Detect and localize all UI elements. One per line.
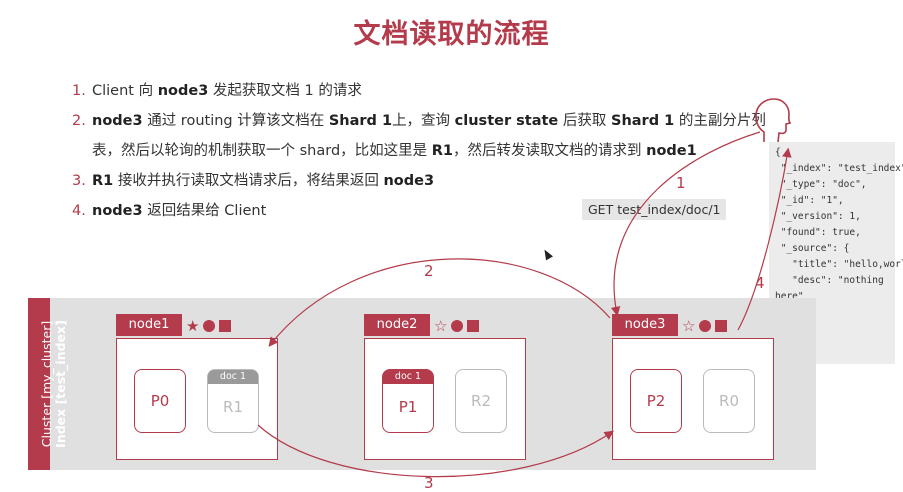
step-item: 1. Client 向 node3 发起获取文档 1 的请求 — [72, 76, 752, 106]
step-text: 表，然后以轮询的机制获取一个 shard，比如这里是 — [92, 143, 432, 159]
shard-replica: R0 — [703, 369, 755, 433]
shard-label: R2 — [471, 392, 491, 410]
outline-star-icon: ☆ — [682, 316, 696, 335]
step-keyword: Shard 1 — [611, 113, 675, 129]
step-keyword: R1 — [431, 143, 454, 159]
node-name: node3 — [612, 314, 678, 336]
response-json: { "_index": "test_index", "_type": "doc"… — [775, 147, 903, 334]
arrow-label-1: 1 — [676, 174, 686, 192]
step-number: 2. — [72, 113, 86, 129]
step-text: Client 向 — [92, 83, 158, 99]
shard-label: P2 — [646, 392, 666, 410]
page-title: 文档读取的流程 — [353, 19, 550, 50]
request-label: GET test_index/doc/1 — [582, 199, 727, 220]
square-icon — [715, 319, 728, 332]
shard-replica: R2 — [455, 369, 507, 433]
filled-star-icon: ★ — [186, 316, 200, 335]
square-icon — [219, 319, 232, 332]
circle-icon — [451, 319, 464, 332]
shard-label: R0 — [719, 392, 739, 410]
outline-star-icon: ☆ — [434, 316, 448, 335]
cluster-name: Cluster [my_cluster] — [39, 320, 54, 448]
step-number: 3. — [72, 173, 86, 189]
shard-primary: P2 — [630, 369, 682, 433]
step-text: 的主副分片列 — [674, 113, 766, 129]
circle-icon — [203, 319, 216, 332]
doc-tag: doc 1 — [208, 370, 258, 384]
step-text: ，然后转发读取文档的请求到 — [453, 143, 647, 159]
node-icons: ☆ — [682, 314, 731, 336]
step-item: 2.node3 通过 routing 计算该文档在 Shard 1上，查询 cl… — [72, 106, 766, 136]
shard-replica: R1 doc 1 — [207, 369, 259, 433]
step-keyword: node1 — [646, 143, 697, 159]
cluster-label: Cluster [my_cluster] Index [test_index] — [39, 298, 68, 470]
step-keyword: R1 — [92, 173, 114, 189]
step-keyword: node3 — [383, 173, 435, 189]
shard-label: P0 — [150, 392, 170, 410]
doc-tag: doc 1 — [383, 370, 433, 384]
step-keyword: node3 — [92, 203, 143, 219]
step-number: 4. — [72, 203, 86, 219]
step-text: 返回结果给 Client — [142, 203, 267, 219]
step-item: 4. node3 返回结果给 Client — [72, 196, 752, 226]
shard-primary: P0 — [134, 369, 186, 433]
circle-icon — [699, 319, 712, 332]
arrow-label-4: 4 — [755, 274, 765, 292]
cluster-label-bar — [28, 298, 50, 470]
index-name: Index [test_index] — [53, 320, 68, 448]
node-name: node1 — [116, 314, 182, 336]
step-item: 3. R1 接收并执行读取文档请求后，将结果返回 node3 — [72, 166, 752, 196]
node-icons: ☆ — [434, 314, 483, 336]
step-number: 1. — [72, 83, 86, 99]
step-text: 发起获取文档 1 的请求 — [208, 83, 362, 99]
shard-label: P1 — [398, 398, 418, 416]
step-text: 接收并执行读取文档请求后，将结果返回 — [113, 173, 384, 189]
client-head-icon — [755, 98, 792, 143]
step-list: 1. Client 向 node3 发起获取文档 1 的请求 2. node3 通过 … — [72, 76, 766, 226]
arrow-label-2: 2 — [424, 262, 434, 280]
step-keyword: node3 — [157, 83, 209, 99]
step-text: 上，查询 — [392, 113, 455, 129]
step-text: 后获取 — [558, 113, 611, 129]
step-keyword: cluster state — [454, 113, 559, 129]
step-keyword: node3 — [92, 113, 143, 129]
square-icon — [467, 319, 480, 332]
step-text: 通过 routing 计算该文档在 — [142, 113, 329, 129]
shard-primary: P1 doc 1 — [382, 369, 434, 433]
step-item: 表，然后以轮询的机制获取一个 shard，比如这里是 R1，然后转发读取文档的请… — [72, 136, 752, 166]
mouse-cursor-icon — [541, 247, 553, 261]
arrow-label-3: 3 — [424, 474, 434, 492]
node-name: node2 — [364, 314, 430, 336]
node-icons: ★ — [186, 314, 235, 336]
step-keyword: Shard 1 — [328, 113, 393, 129]
shard-label: R1 — [223, 398, 243, 416]
